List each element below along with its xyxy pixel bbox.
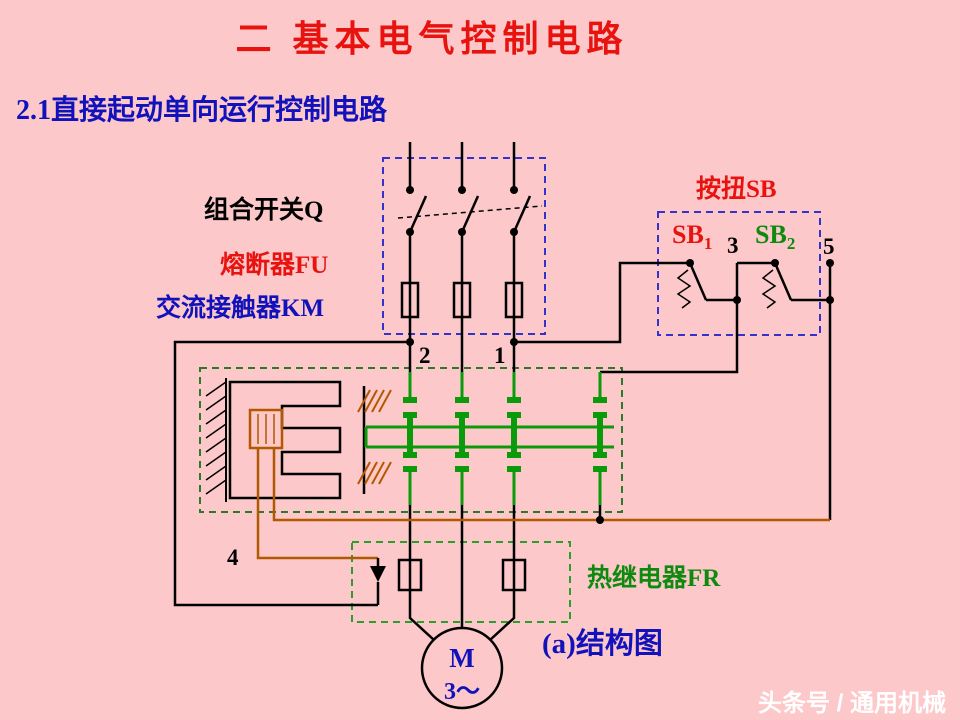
contactor-coil [248, 408, 284, 450]
label-ac-contactor: 交流接触器KM [156, 295, 325, 322]
contactor-mount-hatching [205, 378, 227, 502]
pushbutton-sb2-symbol [761, 262, 793, 309]
junction-dots [406, 186, 834, 524]
armature-hatching [357, 389, 392, 485]
switch-q-symbol [397, 195, 543, 233]
label-sb1: SB1 [672, 220, 713, 254]
switch-linkage [397, 205, 543, 219]
label-fuse: 熔断器FU [220, 252, 329, 279]
node-label-1: 1 [494, 343, 506, 368]
motor-circle [420, 626, 504, 710]
node-label-2: 2 [419, 343, 431, 368]
label-thermal-relay: 热继电器FR [587, 565, 721, 592]
pushbutton-enclosure [657, 211, 821, 336]
pushbutton-sb1-symbol [676, 262, 708, 309]
section-subtitle: 2.1直接起动单向运行控制电路 [16, 95, 388, 126]
fuse-symbols [400, 281, 524, 319]
page-title: 二 基本电气控制电路 [235, 19, 629, 59]
contactor-main-contacts [401, 370, 523, 507]
watermark: 头条号 / 通用机械 [757, 690, 946, 717]
label-sb1-subscript: 1 [703, 234, 713, 254]
switch-fuse-enclosure [382, 157, 546, 335]
thermal-relay-heaters [397, 558, 527, 592]
label-sb2: SB2 [755, 220, 796, 254]
figure-caption: (a)结构图 [542, 628, 663, 660]
node-label-4: 4 [227, 545, 239, 570]
label-combination-switch: 组合开关Q [204, 197, 324, 224]
label-sb1-text: SB [672, 220, 704, 249]
phase-lines [408, 142, 516, 641]
label-pushbutton: 按扭SB [696, 176, 777, 203]
thermal-relay-contact [370, 558, 386, 605]
label-sb2-subscript: 2 [786, 234, 796, 254]
contactor-aux-contact [591, 370, 609, 507]
contactor-crossbar [364, 425, 614, 449]
contactor-e-core [228, 380, 342, 500]
label-sb2-text: SB [755, 220, 787, 249]
motor-phase-label: 3～ [444, 679, 480, 705]
node-label-3: 3 [727, 233, 739, 258]
motor-letter: M [449, 643, 475, 673]
node-label-5: 5 [823, 234, 835, 259]
coil-wires [256, 448, 830, 560]
